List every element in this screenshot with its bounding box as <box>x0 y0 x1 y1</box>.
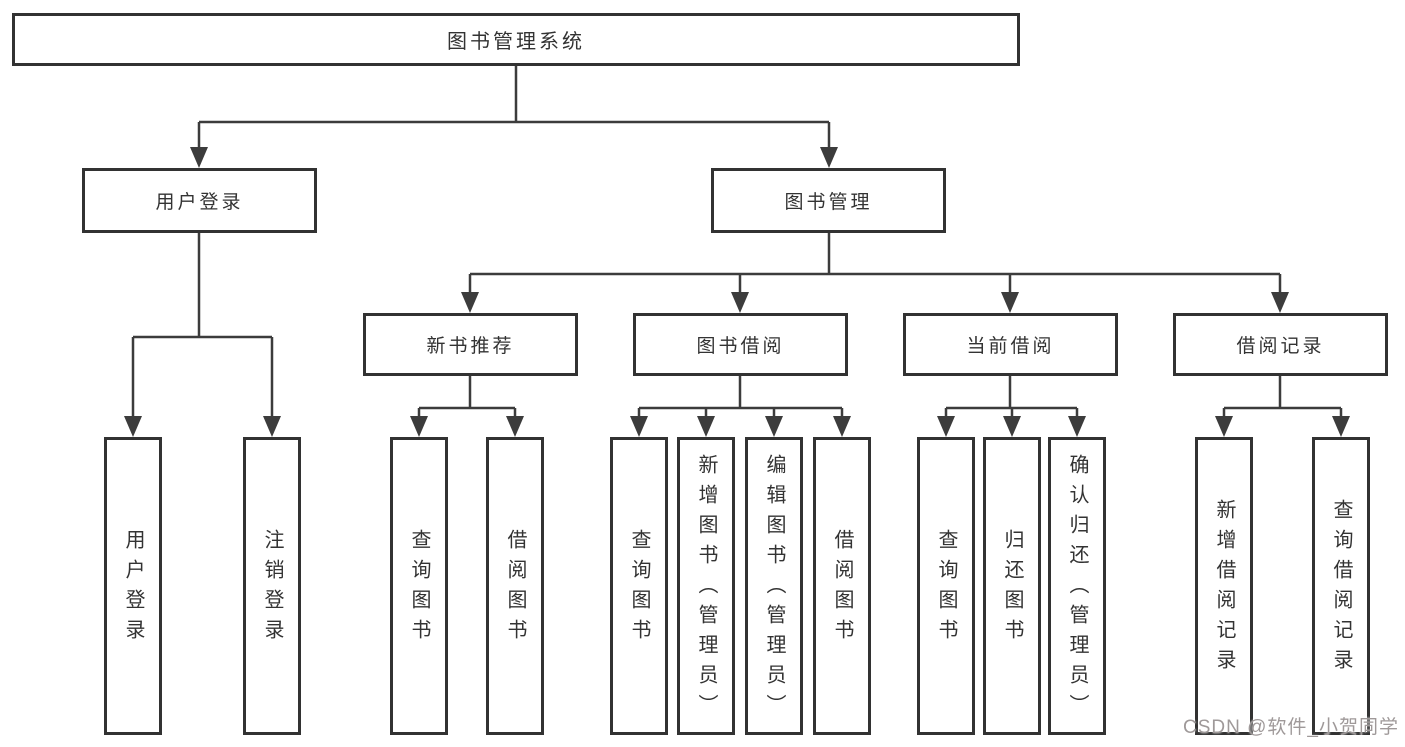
leaf-edit-books-admin: 编辑图书（管理员） <box>745 437 803 735</box>
leaf-query-books-borrowing: 查询图书 <box>610 437 668 735</box>
node-library-management-system: 图书管理系统 <box>12 13 1020 66</box>
node-borrow-records: 借阅记录 <box>1173 313 1388 376</box>
leaf-query-books-recommend: 查询图书 <box>390 437 448 735</box>
leaf-borrow-books-recommend: 借阅图书 <box>486 437 544 735</box>
node-current-borrowing: 当前借阅 <box>903 313 1118 376</box>
leaf-query-borrow-record: 查询借阅记录 <box>1312 437 1370 735</box>
leaf-confirm-return-admin: 确认归还（管理员） <box>1048 437 1106 735</box>
leaf-query-books-current: 查询图书 <box>917 437 975 735</box>
leaf-user-login: 用户登录 <box>104 437 162 735</box>
leaf-return-books: 归还图书 <box>983 437 1041 735</box>
node-book-management: 图书管理 <box>711 168 946 233</box>
arrowheads <box>124 147 1350 437</box>
leaf-borrow-books: 借阅图书 <box>813 437 871 735</box>
node-book-borrowing: 图书借阅 <box>633 313 848 376</box>
node-user-login: 用户登录 <box>82 168 317 233</box>
leaf-logout: 注销登录 <box>243 437 301 735</box>
node-new-book-recommend: 新书推荐 <box>363 313 578 376</box>
leaf-add-borrow-record: 新增借阅记录 <box>1195 437 1253 735</box>
leaf-add-books-admin: 新增图书（管理员） <box>677 437 735 735</box>
csdn-watermark: CSDN @软件_小贺同学 <box>1183 717 1399 738</box>
